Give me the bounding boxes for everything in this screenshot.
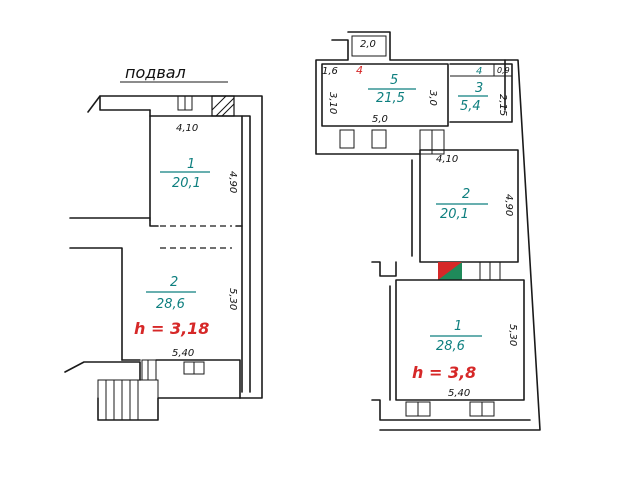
room2-floor-number: 2	[462, 187, 470, 202]
right-inner-wall	[241, 115, 251, 393]
partition-left	[149, 219, 159, 227]
entry-wall	[64, 361, 141, 381]
room2-floor-width: 4,10	[436, 154, 458, 165]
red-mark: 4	[356, 64, 363, 77]
room5-walls	[321, 63, 449, 127]
chimney-icon	[211, 95, 235, 117]
corridor-walls	[371, 261, 397, 277]
room2-width: 5,40	[172, 348, 194, 359]
room1-width: 4,10	[176, 123, 198, 134]
room2-area: 28,6	[156, 297, 185, 312]
basement-top-wall	[99, 95, 151, 111]
left-mark: 1,6	[322, 66, 338, 77]
basement-outer-wall	[87, 95, 263, 399]
chimney-hatch	[211, 95, 235, 117]
room5-area: 21,5	[376, 91, 405, 106]
entry-door	[141, 359, 157, 381]
basement-plan: подвал	[64, 63, 263, 421]
room2-floor-area: 20,1	[440, 207, 469, 222]
room4-number: 4	[476, 66, 482, 77]
room1-floor-width: 5,40	[448, 388, 470, 399]
room1-walls	[149, 109, 243, 393]
floor-plan: 2,0 5 21,5 3,10 3,0 5,0 1,6 4 4 0,9 3 5,…	[315, 31, 541, 431]
room1-floor-length: 5,30	[507, 324, 518, 346]
corridor-bottom-wall	[69, 247, 123, 361]
room3-side: 2,15	[497, 94, 508, 116]
bottom-wall	[371, 399, 531, 421]
room5-height-right: 3,0	[427, 90, 438, 106]
room1-floor-number: 1	[454, 319, 462, 334]
stairs-outline	[97, 397, 241, 421]
room5-width: 5,0	[372, 114, 388, 125]
room2-length: 5,30	[227, 288, 238, 310]
room1-floor-height: h = 3,8	[412, 363, 476, 382]
room5-number: 5	[390, 73, 398, 88]
room1-floor-area: 28,6	[436, 339, 465, 354]
annex-width: 2,0	[360, 39, 376, 50]
room2-bottom-wall	[155, 359, 241, 399]
room1-length: 4,90	[227, 171, 238, 193]
room2-floor-walls	[419, 149, 519, 263]
annex-box	[351, 35, 387, 57]
annex-outer-wall	[315, 39, 421, 155]
top-outer-wall	[347, 31, 506, 111]
room3-number: 3	[475, 81, 483, 96]
room3-area: 5,4	[460, 99, 481, 114]
room1-floor-windows	[405, 401, 495, 417]
room1-area: 20,1	[172, 176, 201, 191]
room2-number: 2	[170, 275, 178, 290]
room1-floor-walls	[395, 279, 525, 401]
stair-steps	[105, 380, 139, 420]
room4-extra: 0,9	[497, 66, 510, 75]
basement-title: подвал	[125, 63, 186, 82]
room1-number: 1	[187, 157, 195, 172]
right-outer-wall	[379, 59, 541, 431]
room5-height-left: 3,10	[327, 92, 338, 114]
marker-red	[438, 262, 462, 280]
room2-height: h = 3,18	[134, 319, 209, 338]
room3-walls	[449, 63, 513, 123]
room2-floor-length: 4,90	[503, 194, 514, 216]
stairs-icon	[97, 379, 159, 421]
